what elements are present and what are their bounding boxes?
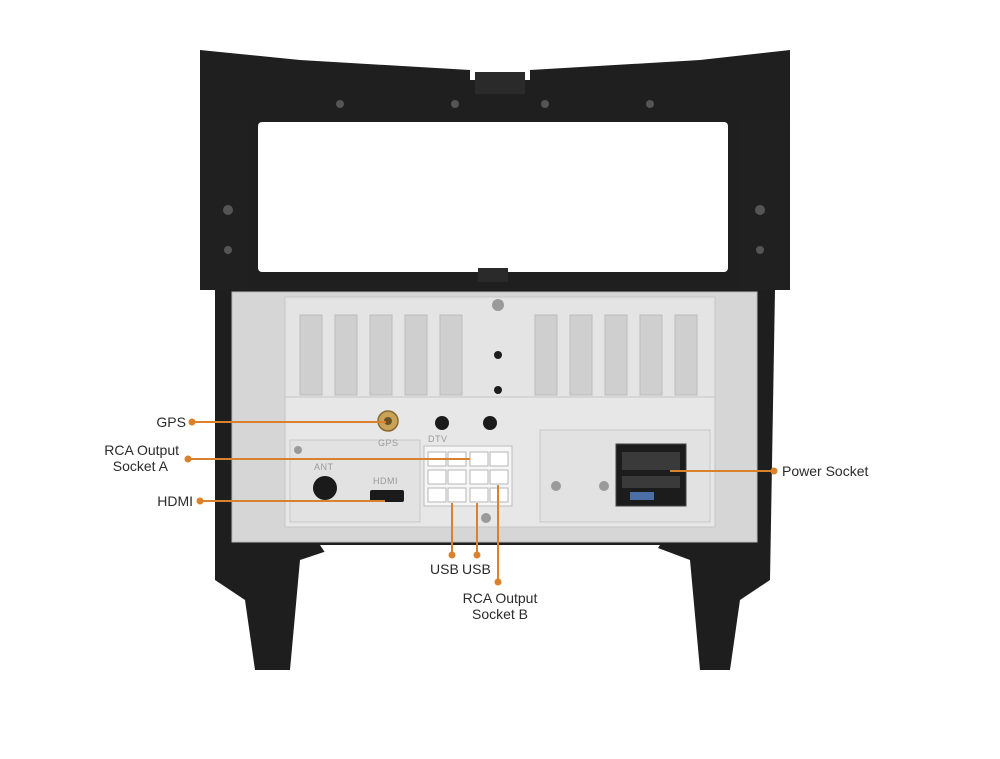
- callout-hdmi: HDMI: [157, 493, 193, 509]
- callout-rca-b-line2: Socket B: [472, 606, 528, 622]
- hdmi-marking: HDMI: [373, 476, 398, 486]
- callout-dots: [184, 418, 778, 586]
- callout-usb-2: USB: [462, 561, 491, 577]
- callout-rca-a-line2: Socket A: [113, 458, 169, 474]
- callout-rca-a-line1: RCA Output: [104, 442, 179, 458]
- mount-hole: [435, 416, 449, 430]
- hdmi-port: HDMI: [370, 476, 404, 502]
- callout-gps: GPS: [156, 414, 186, 430]
- dtv-marking: DTV: [428, 434, 448, 444]
- mount-hole: [483, 416, 497, 430]
- antenna-jack: ANT: [313, 462, 337, 500]
- callout-usb-1: USB: [430, 561, 459, 577]
- callout-leaders: [188, 421, 774, 582]
- callout-power-socket: Power Socket: [782, 463, 868, 479]
- callout-rca-b-line1: RCA Output: [463, 590, 538, 606]
- ant-marking: ANT: [314, 462, 334, 472]
- gps-marking: GPS: [378, 438, 399, 448]
- power-socket-connector: [615, 443, 687, 507]
